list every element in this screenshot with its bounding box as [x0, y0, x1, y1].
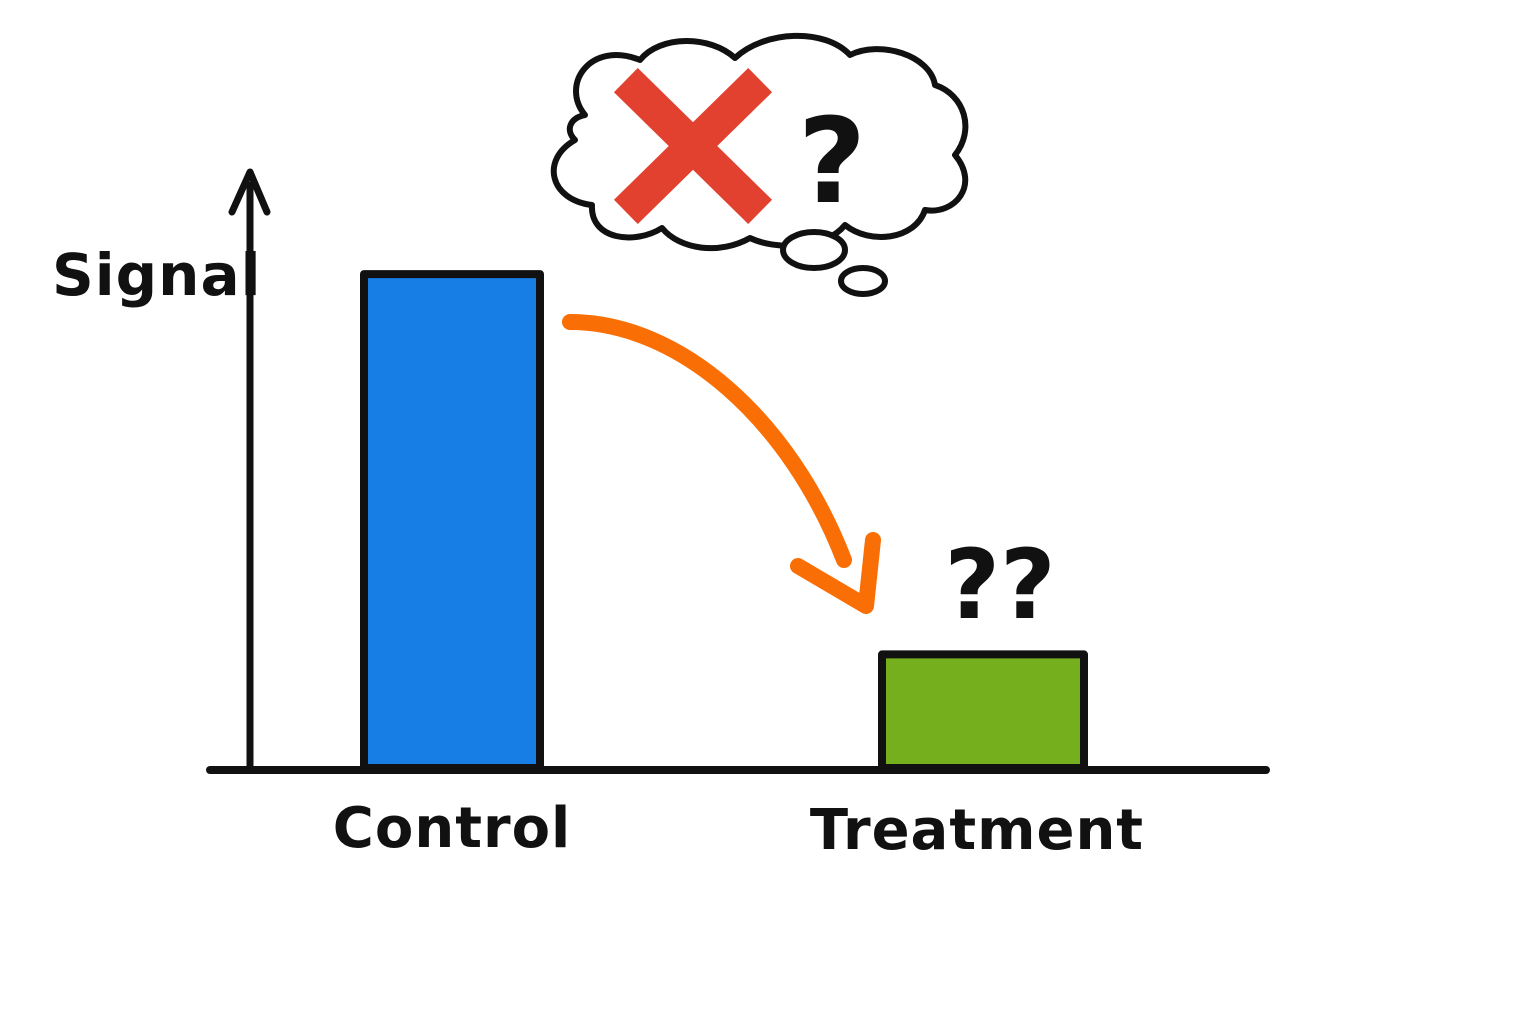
decrease-arrow — [562, 314, 852, 568]
y-axis-label: Signal — [52, 241, 261, 309]
cross-icon — [613, 67, 773, 225]
cloud-question-mark: ? — [798, 92, 866, 230]
treatment-question-marks: ?? — [944, 529, 1055, 641]
thought-cloud: ? — [550, 32, 969, 297]
tick-label-treatment: Treatment — [810, 798, 1144, 863]
thought-bubble-small — [838, 265, 888, 297]
tick-label-control: Control — [333, 796, 572, 861]
y-axis-arrowhead — [228, 168, 271, 216]
thought-bubble-large — [780, 229, 848, 271]
bar-treatment — [878, 650, 1088, 773]
bar-control — [360, 270, 544, 772]
thought-cloud-shape — [550, 32, 969, 252]
decrease-arrow-head — [790, 532, 881, 614]
bars — [360, 270, 1088, 773]
